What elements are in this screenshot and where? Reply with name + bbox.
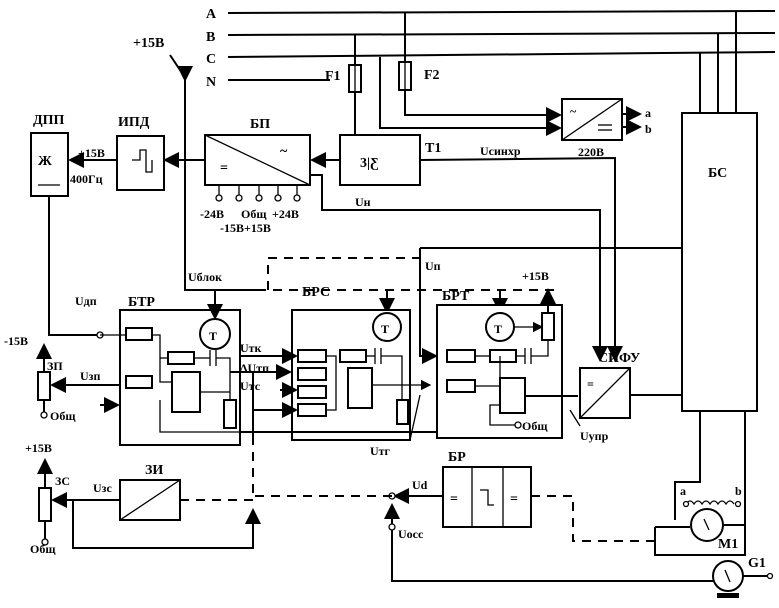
brt-label: БРТ [442, 289, 470, 304]
u-sync-label: Uсинхр [480, 144, 521, 158]
transformer-icon: 3|Ƹ [360, 156, 378, 171]
sensor-icon: Ж [38, 154, 52, 169]
bp-plus24: +24В [272, 207, 299, 221]
zp-potentiometer: -15В ЗП Uзп Общ [4, 334, 120, 423]
u-ts-label: Uтс [240, 379, 261, 393]
bus-label-b: B [206, 30, 215, 45]
zs-plus15: +15В [25, 441, 52, 455]
u-d-label: Ud [412, 478, 428, 492]
transistor-key-icon: T [381, 322, 389, 336]
bus-line-c [227, 51, 776, 58]
g1-label: G1 [748, 556, 766, 571]
dc-symbol: = [587, 377, 594, 391]
bp-minus24: -24В [200, 207, 224, 221]
brt-common: Общ [522, 419, 548, 433]
btr-block: БТР Uблок T [100, 270, 300, 446]
ac-symbol: ~ [280, 144, 288, 159]
dpp-label: ДПП [33, 113, 65, 128]
transformer-t1: 3|Ƹ T1 Uсинхр [339, 134, 623, 362]
exc-a-label: a [645, 106, 651, 120]
brs-label: БРС [302, 285, 330, 300]
ipd-label: ИПД [118, 115, 150, 130]
transistor-key-icon: T [209, 329, 217, 343]
m1-label: M1 [718, 537, 738, 552]
zi-label: ЗИ [145, 463, 163, 478]
u-dp-label: Uдп [75, 294, 97, 308]
brt-plus15: +15В [522, 269, 549, 283]
motor-m1: a b M1 [654, 484, 746, 556]
fuse-f1: F1 [325, 35, 362, 135]
bus-label-c: C [206, 52, 216, 67]
bp-label: БП [250, 117, 270, 132]
u-upr-leader [569, 409, 581, 427]
exc-b-label: b [645, 122, 652, 136]
excitation-converter: ~ a b 220В [561, 98, 652, 159]
dc-symbol: = [450, 492, 458, 507]
tachogenerator-g1: G1 [712, 556, 774, 598]
u-zp-label: Uзп [80, 369, 100, 383]
dpp-block: ДПП Ж Uдп [30, 113, 104, 339]
bs-block: БС [674, 112, 758, 525]
zs-potentiometer: +15В ЗС Общ Uзс [25, 441, 261, 556]
dpp-plus15: +15В [78, 146, 105, 160]
bus-line-b [227, 32, 776, 36]
zp-minus15: -15В [4, 334, 28, 348]
br-label: БР [448, 450, 466, 465]
sifu-label: СИФУ [598, 351, 640, 366]
dpp-freq: 400Гц [70, 172, 103, 186]
dc-symbol: = [220, 161, 228, 176]
bus-line-a [227, 10, 776, 14]
br-block: БР = = Ud Uосс [253, 450, 713, 582]
zp-label: ЗП [47, 359, 63, 373]
zp-common: Общ [50, 409, 76, 423]
t1-label: T1 [425, 141, 441, 156]
svg-text:~: ~ [570, 104, 577, 118]
sifu-block: СИФУ = Uупр [569, 351, 682, 443]
field-a-label: a [680, 484, 686, 498]
switch-contact[interactable] [169, 54, 181, 71]
power-supply-bp: БП = ~ -24В Общ +24В -15В+15В Uн [163, 117, 608, 362]
u-zs-label: Uзс [93, 481, 112, 495]
bus-label-n: N [206, 75, 216, 90]
field-winding-icon [685, 500, 735, 506]
u-tk-label: Uтк [240, 341, 262, 355]
delta-u-tp-label: ΔUтп [240, 361, 269, 375]
field-b-label: b [735, 484, 742, 498]
brt-block: БРТ +15В T Общ [436, 269, 578, 439]
zi-block: ЗИ [119, 372, 254, 521]
bus-label-a: A [206, 7, 217, 22]
top-plus15-label: +15В [133, 36, 164, 51]
u-oss-label: Uосс [398, 527, 424, 541]
u-n-label: Uн [355, 195, 371, 209]
dc-symbol: = [510, 492, 518, 507]
power-bus: A B C N [206, 7, 776, 113]
bp-pm15: -15В+15В [220, 221, 271, 235]
u-tg-label: Uтг [370, 444, 391, 458]
fuse-f1-label: F1 [325, 69, 341, 84]
u-tg-leader [409, 394, 421, 441]
brs-block: БРС Uтк ΔUтп Uтс T [240, 285, 561, 441]
zs-common: Общ [30, 542, 56, 556]
u-upr-label: Uупр [580, 429, 609, 443]
u-block-label: Uблок [188, 270, 222, 284]
ipd-block: ИПД +15В 400Гц [68, 115, 165, 191]
btr-label: БТР [128, 295, 155, 310]
fuse-f2-label: F2 [424, 68, 440, 83]
v220-label: 220В [578, 145, 604, 159]
u-p-label: Uп [425, 259, 441, 273]
bs-label: БС [708, 166, 727, 181]
bp-common: Общ [241, 207, 267, 221]
fuse-f2: F2 [398, 13, 562, 123]
zs-label: ЗС [55, 474, 70, 488]
transistor-key-icon: T [494, 322, 502, 336]
